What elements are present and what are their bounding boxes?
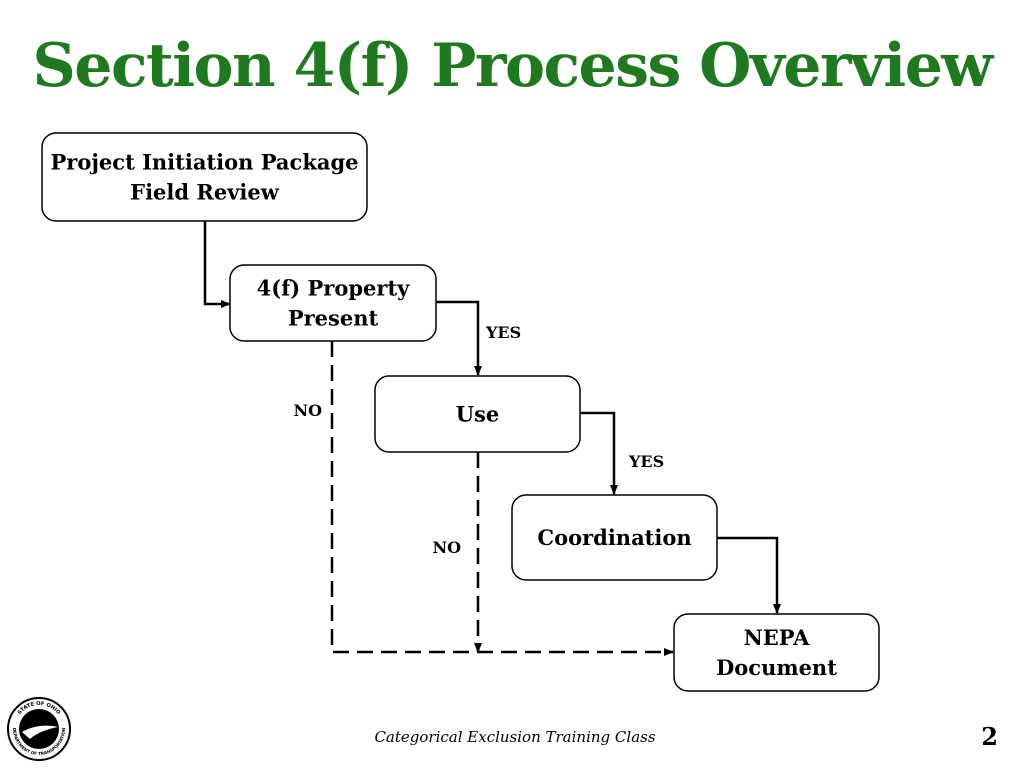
node-label-property-line-2: Present xyxy=(288,306,379,331)
node-label-nepa-line-2: Document xyxy=(716,655,837,680)
footer-caption: Categorical Exclusion Training Class xyxy=(374,728,656,746)
edge-label-yes-property-to-use: YES xyxy=(485,323,521,342)
edge-coordination-to-nepa xyxy=(717,536,781,614)
edge-label-no-property-to-nepa: NO xyxy=(293,401,322,420)
ohio-dot-seal-icon: STATE OF OHIO DEPARTMENT OF TRANSPORTATI… xyxy=(7,697,71,761)
node-nepa: NEPA Document xyxy=(673,613,880,692)
node-box-initiation xyxy=(41,132,368,222)
node-box-coordination xyxy=(511,494,718,581)
node-label-property-line-1: 4(f) Property xyxy=(257,276,410,301)
node-box-property xyxy=(229,264,437,342)
node-label-nepa-line-1: NEPA xyxy=(744,625,810,650)
edge-property-to-use xyxy=(436,300,482,376)
edge-initiation-to-property xyxy=(203,221,231,308)
node-use: Use xyxy=(374,375,581,453)
edge-use-to-coordination xyxy=(580,411,618,495)
edge-label-yes-use-to-coordination: YES xyxy=(628,452,664,471)
node-label-coordination-line-1: Coordination xyxy=(537,525,691,550)
node-coordination: Coordination xyxy=(511,494,718,581)
slide-title: Section 4(f) Process Overview xyxy=(32,31,993,101)
node-box-nepa xyxy=(673,613,880,692)
edge-property-to-nepa xyxy=(330,341,674,656)
node-label-use-line-1: Use xyxy=(456,402,500,427)
edge-label-no-use-to-nepa: NO xyxy=(432,538,461,557)
page-number: 2 xyxy=(981,722,998,751)
node-label-initiation-line-1: Project Initiation Package xyxy=(50,150,358,175)
node-box-use xyxy=(374,375,581,453)
node-label-initiation-line-2: Field Review xyxy=(130,180,280,205)
